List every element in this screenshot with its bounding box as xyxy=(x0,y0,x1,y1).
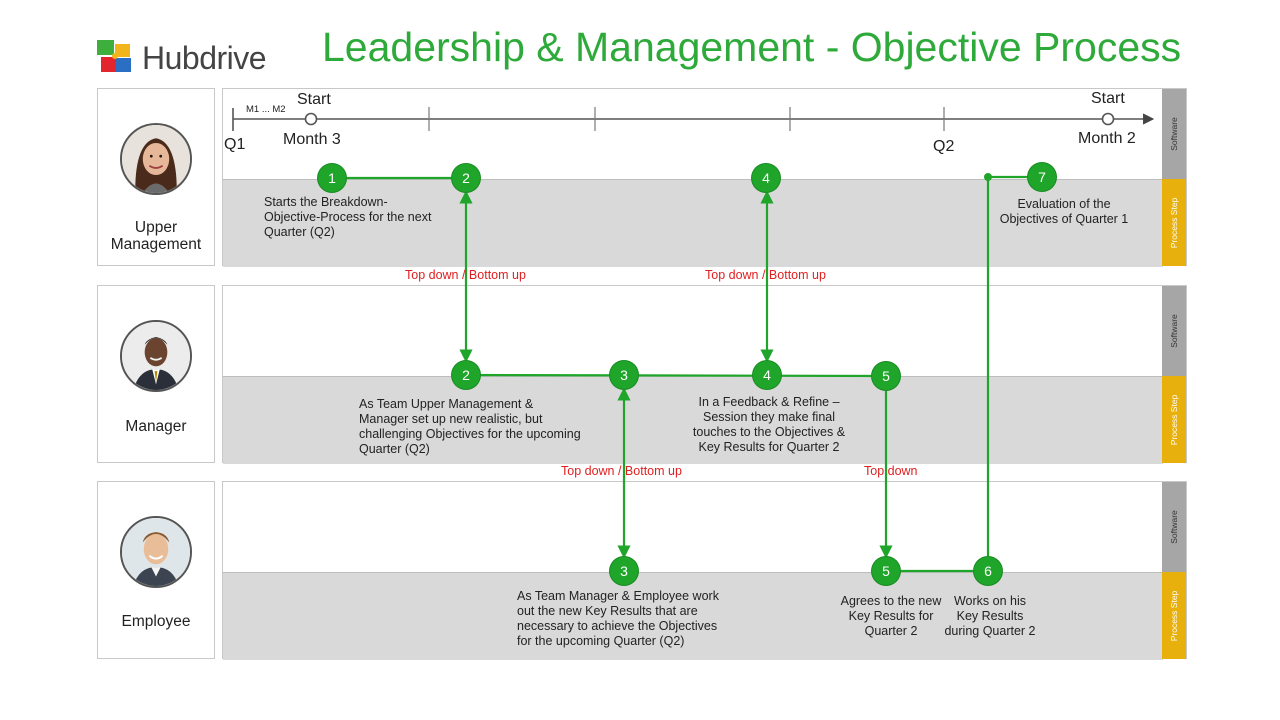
avatar-manager xyxy=(120,320,192,392)
desc-line: Key Results for Quarter 2 xyxy=(698,440,840,454)
role-label-line: Manager xyxy=(125,418,187,435)
timeline-label-q1: Q1 xyxy=(224,136,246,153)
desc-line: Quarter 2 xyxy=(864,624,918,638)
role-card-employee: Employee xyxy=(97,481,215,659)
lane-manager: Software Process Step xyxy=(222,285,1187,464)
desc-manager-mid: In a Feedback & Refine – Session they ma… xyxy=(679,395,859,455)
step-2-manager: 2 xyxy=(452,361,480,389)
desc-line: for the upcoming Quarter (Q2) xyxy=(517,634,685,648)
step-3-employee: 3 xyxy=(610,557,638,585)
step-6: 6 xyxy=(974,557,1002,585)
lane-process-area xyxy=(223,376,1163,464)
desc-line: necessary to achieve the Objectives xyxy=(517,619,718,633)
desc-line: Manager set up new realistic, but xyxy=(359,412,543,426)
timeline-label-month-left: Month 3 xyxy=(283,131,341,148)
lane-process-step-tab: Process Step xyxy=(1162,572,1186,659)
desc-line: Quarter (Q2) xyxy=(264,225,335,239)
desc-line: during Quarter 2 xyxy=(944,624,1036,638)
timeline-label-q2: Q2 xyxy=(933,138,955,155)
flow-label-top-down: Top down xyxy=(864,464,918,478)
step-2-upper: 2 xyxy=(452,164,480,192)
role-label-manager: Manager xyxy=(98,418,214,435)
logo-text: Hubdrive xyxy=(142,40,267,76)
timeline xyxy=(232,107,1155,131)
desc-line: touches to the Objectives & xyxy=(692,425,846,439)
desc-upper-right: Evaluation of the Objectives of Quarter … xyxy=(984,197,1144,227)
logo-puzzle-icon xyxy=(97,40,131,72)
flow-line-manager xyxy=(465,373,887,378)
desc-line: Quarter (Q2) xyxy=(359,442,430,456)
desc-employee-mid: Agrees to the new Key Results for Quarte… xyxy=(834,594,948,639)
timeline-label-start-left: Start xyxy=(297,91,331,108)
milestone-circle-icon xyxy=(1101,112,1115,126)
desc-line: Objective-Process for the next xyxy=(264,210,432,224)
lane-process-area xyxy=(223,572,1163,660)
page-title: Leadership & Management - Objective Proc… xyxy=(322,24,1182,70)
step-3-manager: 3 xyxy=(610,361,638,389)
lane-software-tab: Software xyxy=(1162,89,1186,179)
desc-line: Session they make final xyxy=(702,410,835,424)
flow-label-top-down-bottom-up-1: Top down / Bottom up xyxy=(405,268,526,282)
lane-software-tab: Software xyxy=(1162,482,1186,572)
desc-line: As Team Manager & Employee work xyxy=(517,589,719,603)
desc-line: challenging Objectives for the upcoming xyxy=(359,427,581,441)
role-label-upper-management: Upper Management xyxy=(98,219,214,253)
desc-line: Starts the Breakdown- xyxy=(264,195,388,209)
avatar-upper-management xyxy=(120,123,192,195)
flow-junction-dot xyxy=(984,173,992,181)
step-1: 1 xyxy=(318,164,346,192)
timeline-label-start-right: Start xyxy=(1091,90,1125,107)
role-label-line: Upper xyxy=(134,219,178,236)
role-label-line: Management xyxy=(110,236,202,253)
lane-employee: Software Process Step xyxy=(222,481,1187,660)
role-label-employee: Employee xyxy=(98,613,214,630)
hubdrive-logo: Hubdrive xyxy=(95,34,280,82)
desc-upper-left: Starts the Breakdown- Objective-Process … xyxy=(264,195,431,240)
milestone-circle-icon xyxy=(304,112,318,126)
desc-line: Objectives of Quarter 1 xyxy=(999,212,1129,226)
timeline-label-m1m2: M1 ... M2 xyxy=(246,104,286,115)
role-label-line: Employee xyxy=(121,613,191,630)
desc-line: Works on his xyxy=(953,594,1026,608)
flow-label-top-down-bottom-up-2: Top down / Bottom up xyxy=(705,268,826,282)
lane-process-area xyxy=(223,179,1163,267)
desc-line: In a Feedback & Refine – xyxy=(698,395,840,409)
lane-software-tab: Software xyxy=(1162,286,1186,376)
step-5-employee: 5 xyxy=(872,557,900,585)
desc-line: Key Results for xyxy=(848,609,934,623)
step-7: 7 xyxy=(1028,163,1056,191)
desc-employee-right: Works on his Key Results during Quarter … xyxy=(938,594,1042,639)
flow-label-top-down-bottom-up-3: Top down / Bottom up xyxy=(561,464,682,478)
desc-employee-left: As Team Manager & Employee work out the … xyxy=(517,589,719,649)
timeline-label-month-right: Month 2 xyxy=(1078,130,1136,147)
desc-line: out the new Key Results that are xyxy=(517,604,698,618)
desc-manager-left: As Team Upper Management & Manager set u… xyxy=(359,397,581,457)
step-4-upper: 4 xyxy=(752,164,780,192)
lane-process-step-tab: Process Step xyxy=(1162,376,1186,463)
desc-line: Evaluation of the xyxy=(1017,197,1111,211)
step-5-manager: 5 xyxy=(872,362,900,390)
desc-line: Agrees to the new xyxy=(840,594,942,608)
lane-process-step-tab: Process Step xyxy=(1162,179,1186,266)
step-4-manager: 4 xyxy=(753,361,781,389)
desc-line: As Team Upper Management & xyxy=(359,397,534,411)
role-card-manager: Manager xyxy=(97,285,215,463)
desc-line: Key Results xyxy=(956,609,1024,623)
role-card-upper-management: Upper Management xyxy=(97,88,215,266)
avatar-employee xyxy=(120,516,192,588)
